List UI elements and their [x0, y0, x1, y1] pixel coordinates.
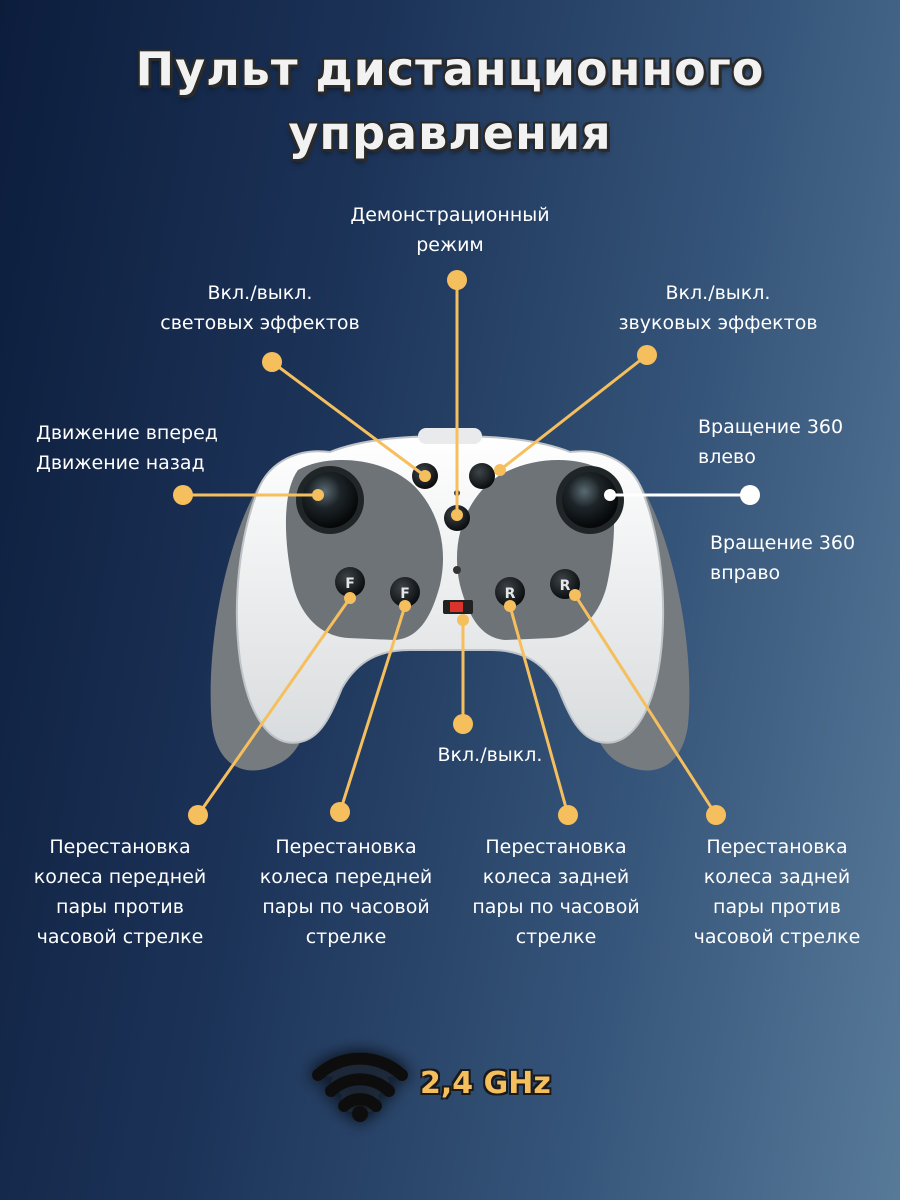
label-light-effects: Вкл./выкл.световых эффектов — [160, 282, 360, 334]
button-letter: R — [505, 586, 516, 602]
callout-dot-rotate — [740, 485, 760, 505]
callout-dots — [173, 270, 726, 825]
button-letter: F — [345, 576, 355, 592]
button-letter: F — [400, 586, 410, 602]
controller-body — [210, 428, 690, 771]
callout-lines — [183, 280, 718, 816]
label-sound-effects: Вкл./выкл.звуковых эффектов — [618, 282, 818, 334]
callout-dot-rotate-end — [604, 489, 616, 501]
button-front-cw[interactable]: F — [390, 577, 420, 607]
page-title-line2: управления — [288, 106, 612, 160]
button-letter: R — [560, 578, 571, 594]
button-front-ccw[interactable]: F — [335, 567, 365, 597]
label-power: Вкл./выкл. — [437, 744, 543, 766]
wifi-icon — [312, 1052, 408, 1122]
page-title-line1: Пульт дистанционного — [135, 42, 765, 96]
button-rear-cw[interactable]: R — [495, 577, 525, 607]
frequency-label: 2,4 GHz — [420, 1066, 551, 1101]
